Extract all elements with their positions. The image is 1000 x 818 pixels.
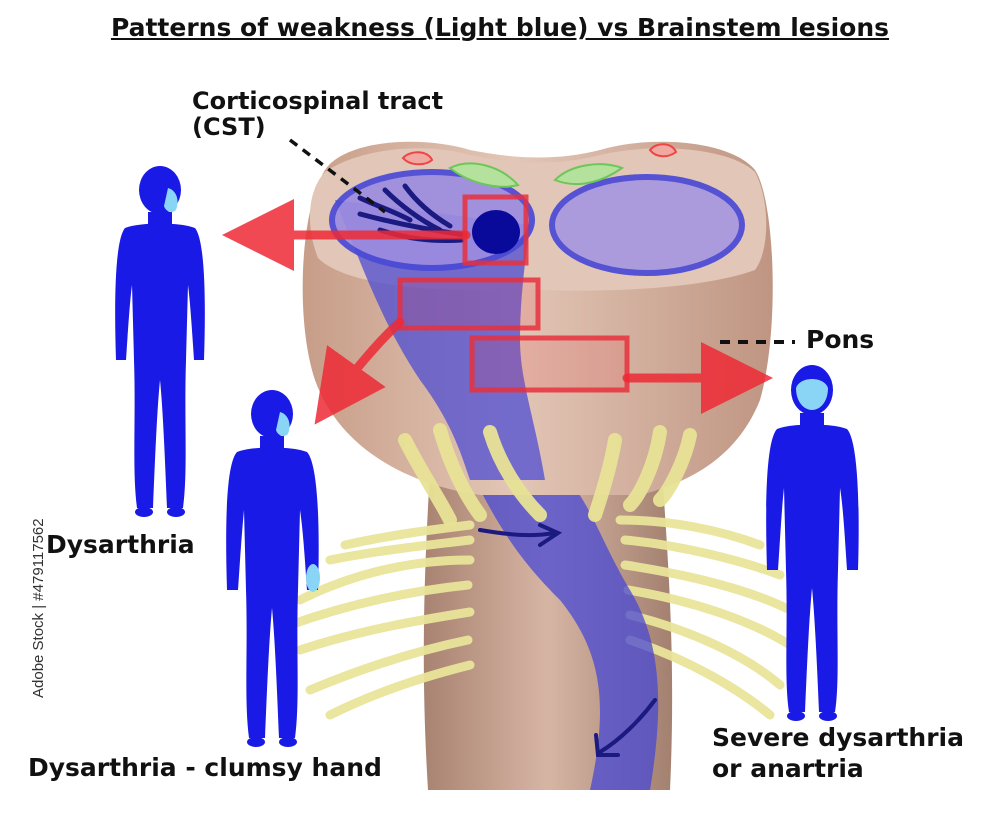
label-severe-dysarthria: Severe dysarthria or anartria [712,722,964,785]
red-nucleus-right [648,143,678,158]
cst-label-line1: Corticospinal tract [192,87,444,115]
tract-upper [335,200,545,480]
tract-lower [470,470,659,790]
diagram-title: Patterns of weakness (Light blue) vs Bra… [110,13,890,42]
label-dysarthria: Dysarthria [46,530,195,559]
lesion-dot [472,210,520,254]
figure-clumsy-hand [226,390,319,747]
figure-anartria [766,365,859,721]
red-nucleus-left [401,151,434,166]
stock-watermark: Adobe Stock | #479117562 [30,518,47,698]
lesion-box-2 [397,277,541,331]
label-dysarthria-clumsy-hand: Dysarthria - clumsy hand [28,753,382,782]
basis-pontis-right [549,174,745,276]
figure-dysarthria [115,166,205,517]
green-structure-left [448,162,520,188]
cst-label-line2: (CST) [192,113,266,142]
figure-anartria-face [796,379,828,410]
cerebellar-fibers-left [285,520,475,720]
cst-leader [288,138,387,214]
nerve-roots [398,423,697,527]
label-severe-dysarthria-line1: Severe dysarthria [712,723,964,752]
lesion-box-3 [469,335,630,393]
green-structure-right [553,163,625,185]
tract-chevrons [478,523,657,757]
cst-label: Corticospinal tract (CST) [192,88,443,141]
figure-clumsy-hand-hand [306,564,320,592]
figure-dysarthria-face [164,188,178,213]
figure-clumsy-hand-face [276,412,290,437]
pons-label: Pons [806,325,875,354]
lesion-arrows [222,199,773,425]
label-severe-dysarthria-line2: or anartria [712,754,864,784]
lesion-box-1 [462,194,529,266]
